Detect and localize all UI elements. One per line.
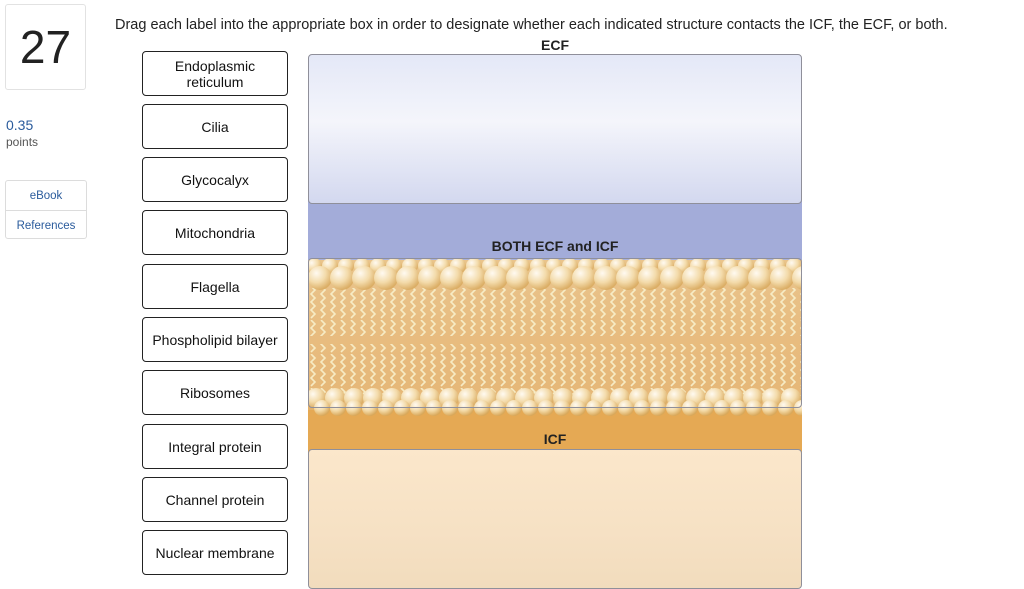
phospholipid-head [570,400,586,416]
phospholipid-head [616,266,640,290]
resource-links: eBook References [5,180,87,239]
phospholipid-head [462,266,486,290]
phospholipid-head [490,400,506,416]
phospholipid-head [638,266,662,290]
phospholipid-head [330,400,346,416]
phospholipid-head [550,266,574,290]
phospholipid-head [572,266,596,290]
phospholipid-head [374,266,398,290]
phospholipid-head [528,266,552,290]
phospholipid-head [770,266,794,290]
phospholipid-head [458,400,474,416]
phospholipid-head [618,400,634,416]
label-channel-protein[interactable]: Channel protein [142,477,288,522]
phospholipid-head [602,400,618,416]
label-integral-protein[interactable]: Integral protein [142,424,288,469]
phospholipid-head [330,266,354,290]
phospholipid-head [746,400,762,416]
phospholipid-head [726,266,750,290]
points-value: 0.35 [6,117,34,133]
phospholipid-head [522,400,538,416]
references-link[interactable]: References [6,210,86,240]
phospholipid-head [442,400,458,416]
phospholipid-head [778,400,794,416]
phospholipid-head [394,400,410,416]
phospholipid-head [474,400,490,416]
label-cilia[interactable]: Cilia [142,104,288,149]
phospholipid-head [538,400,554,416]
phospholipid-head [440,266,464,290]
phospholipid-head [660,266,684,290]
phospholipid-head [346,400,362,416]
phospholipid-head [378,400,394,416]
label-nuclear-membrane[interactable]: Nuclear membrane [142,530,288,575]
phospholipid-head [730,400,746,416]
label-ribosomes[interactable]: Ribosomes [142,370,288,415]
ecf-band [308,200,802,260]
phospholipid-head [396,266,420,290]
label-mitochondria[interactable]: Mitochondria [142,210,288,255]
phospholipid-head [704,266,728,290]
ebook-link[interactable]: eBook [29,189,63,202]
icf-drop-box[interactable] [308,449,802,589]
question-number: 27 [5,4,86,90]
phospholipid-head [698,400,714,416]
phospholipid-head [308,266,332,290]
phospholipid-head [362,400,378,416]
phospholipid-head [418,266,442,290]
phospholipid-head [506,400,522,416]
phospholipid-head [792,266,802,290]
phospholipid-head [554,400,570,416]
phospholipid-head [682,266,706,290]
icf-zone-title: ICF [543,431,567,447]
phospholipid-head [352,266,376,290]
ecf-zone-title: ECF [541,37,569,53]
label-flagella[interactable]: Flagella [142,264,288,309]
phospholipid-head [594,266,618,290]
phospholipid-head [762,400,778,416]
phospholipid-head [666,400,682,416]
phospholipid-head [484,266,508,290]
points-label: points [6,135,39,149]
phospholipid-head [682,400,698,416]
phospholipid-bilayer-illustration [308,258,802,416]
both-drop-box[interactable] [308,258,802,408]
phospholipid-head [426,400,442,416]
label-phospholipid-bilayer[interactable]: Phospholipid bilayer [142,317,288,362]
label-glycocalyx[interactable]: Glycocalyx [142,157,288,202]
phospholipid-head [410,400,426,416]
label-endoplasmic-reticulum[interactable]: Endoplasmic reticulum [142,51,288,96]
phospholipid-head [314,400,330,416]
ecf-drop-box[interactable] [308,54,802,204]
phospholipid-head [634,400,650,416]
phospholipid-head [506,266,530,290]
question-instructions: Drag each label into the appropriate box… [115,17,948,33]
phospholipid-head [714,400,730,416]
both-zone-title: BOTH ECF and ICF [491,238,619,254]
phospholipid-head [748,266,772,290]
phospholipid-head [586,400,602,416]
phospholipid-head [650,400,666,416]
